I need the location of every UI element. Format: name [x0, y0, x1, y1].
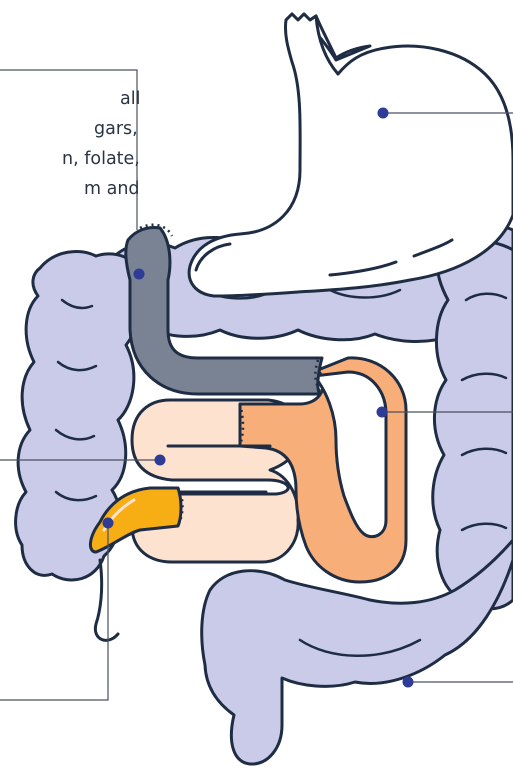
jejunum-marker: [377, 407, 388, 418]
callout-line-1: all: [0, 84, 150, 114]
terminal-ileum-marker: [103, 518, 114, 529]
colon-marker: [403, 677, 414, 688]
ileum-marker: [155, 455, 166, 466]
callout-line-3: n, folate,: [0, 144, 150, 174]
callout-text: all gars, n, folate, m and: [0, 84, 150, 204]
callout-line-2: gars,: [0, 114, 150, 144]
callout-line-4: m and: [0, 174, 150, 204]
duodenum-marker: [134, 269, 145, 280]
stomach-marker: [378, 108, 389, 119]
stomach: [189, 14, 513, 296]
appendix: [95, 560, 118, 640]
stomach-body: [189, 14, 513, 296]
